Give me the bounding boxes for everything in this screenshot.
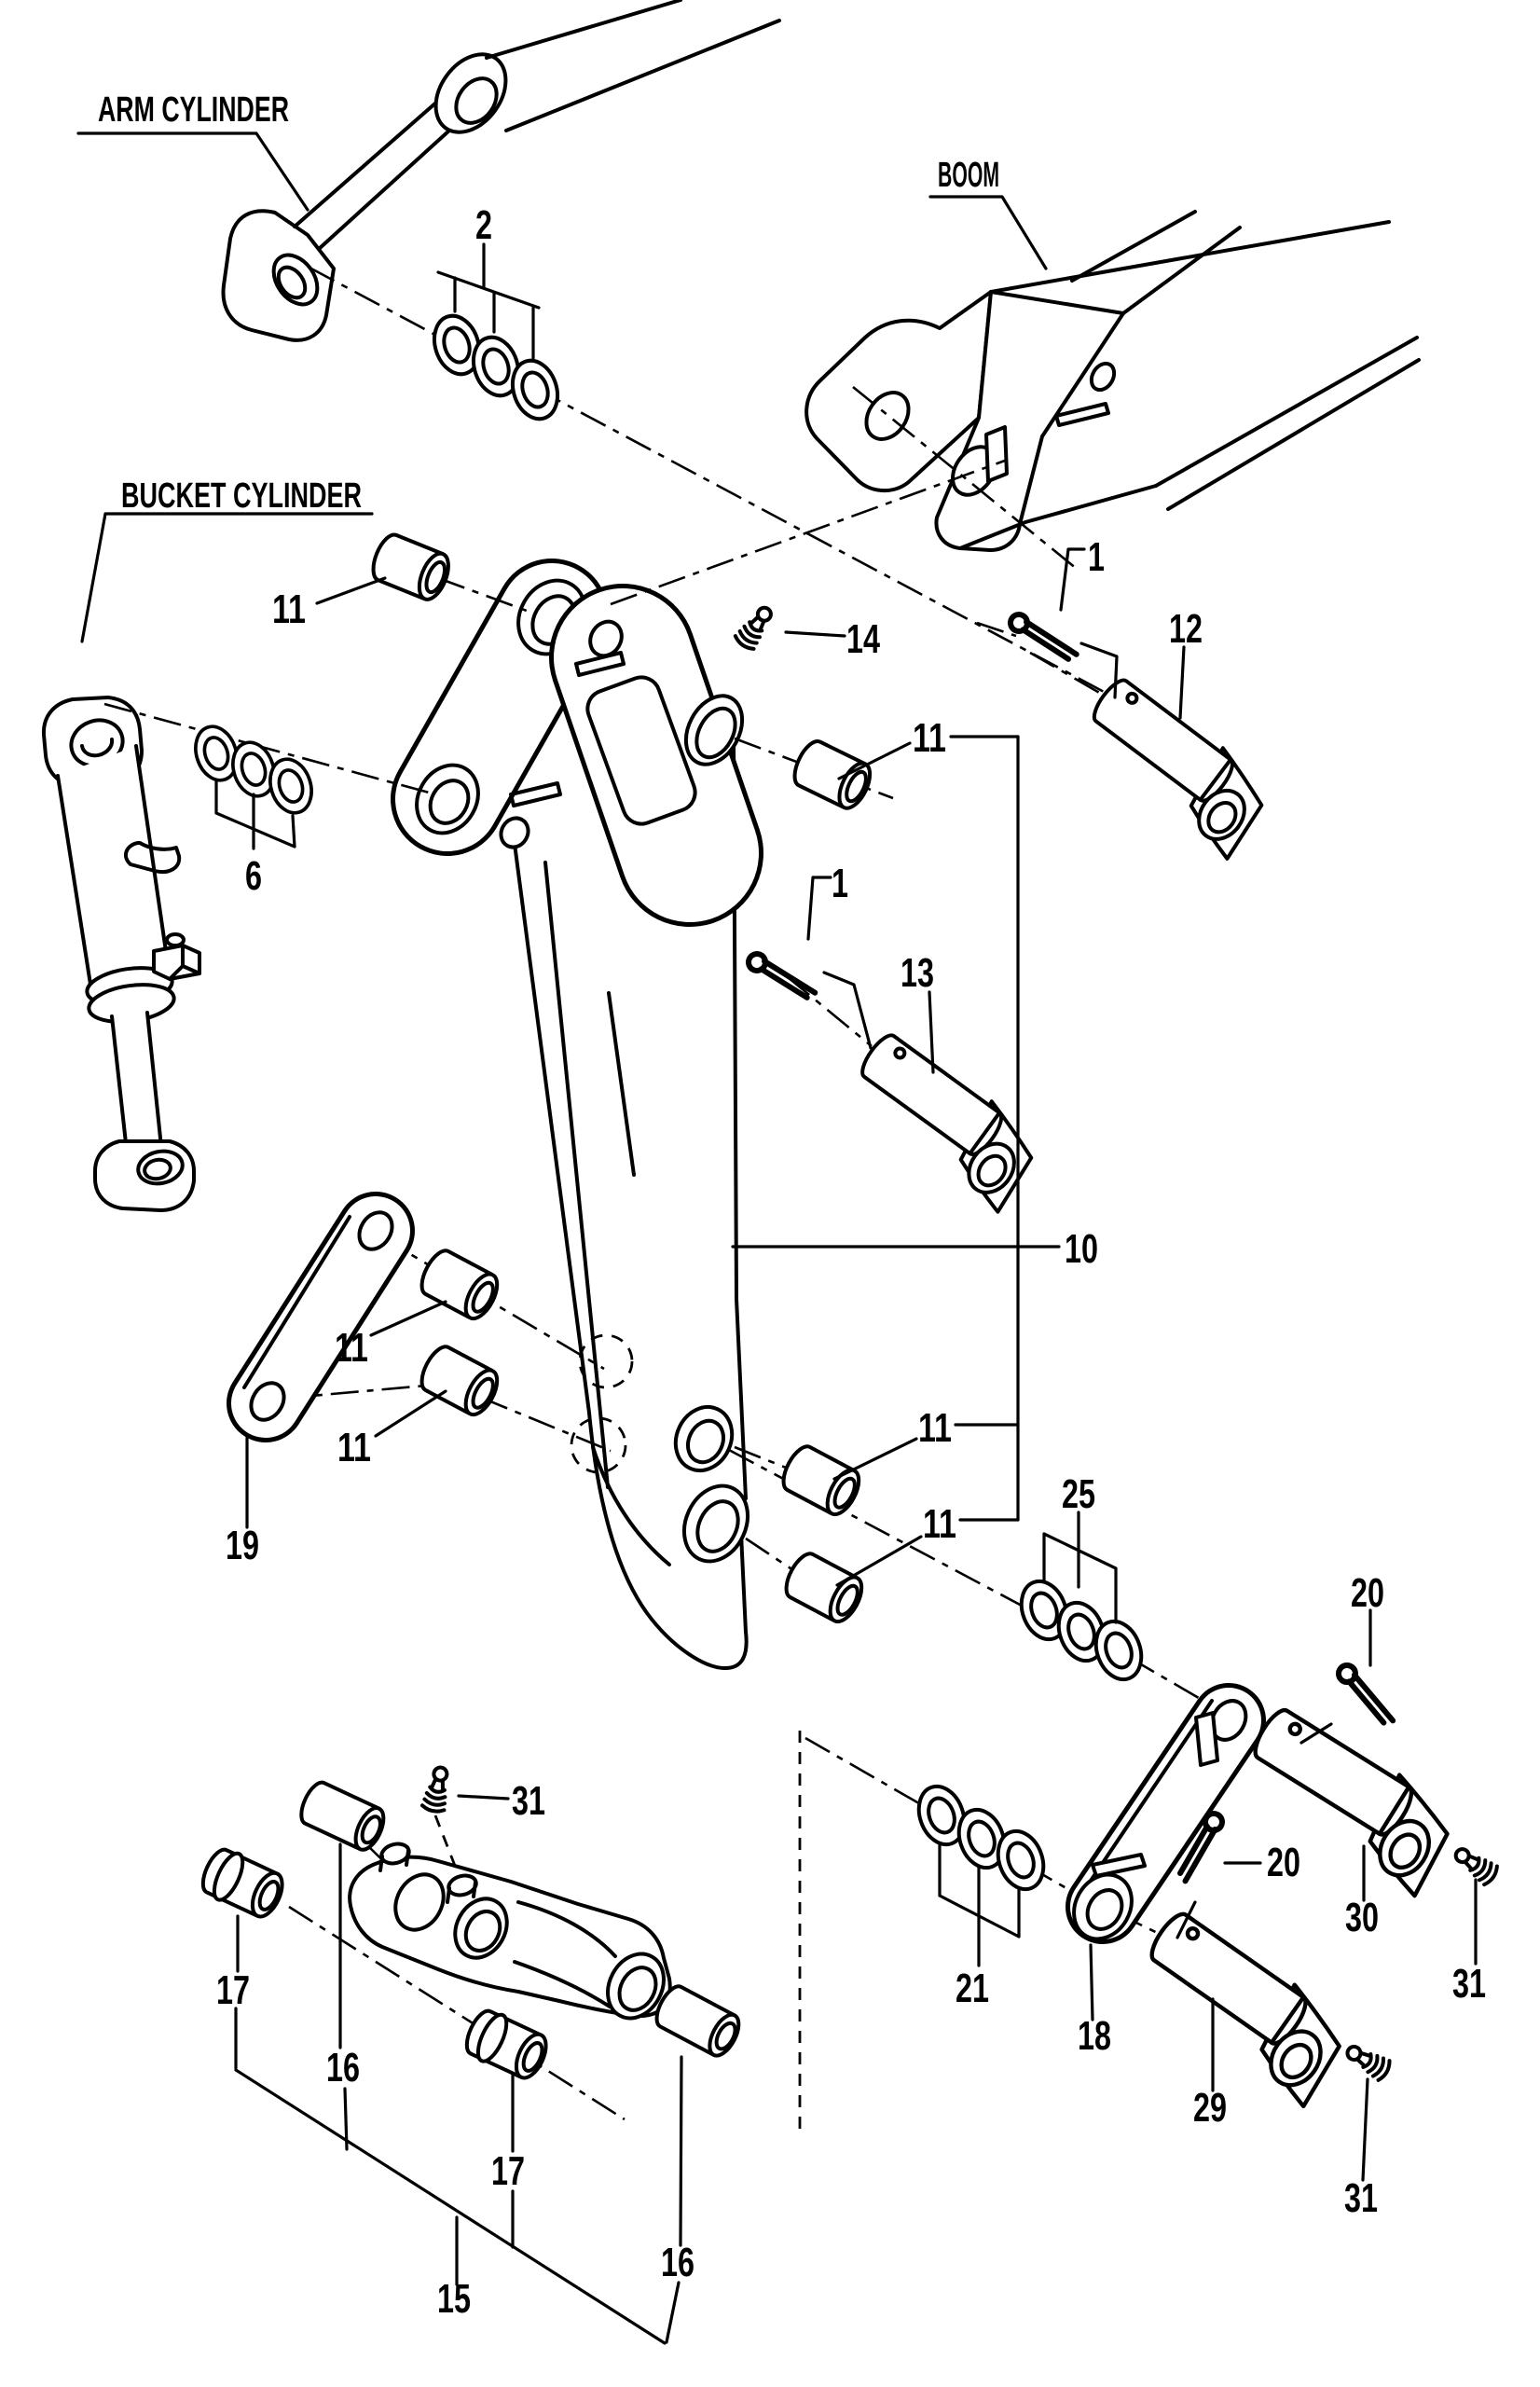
pin-12 (1067, 669, 1281, 861)
bushing-17-b (458, 2003, 555, 2087)
callout-31-a: 31 (512, 1778, 545, 1824)
callout-1-b: 1 (832, 861, 848, 906)
callout-13: 13 (901, 950, 934, 996)
callout-31-c: 31 (1344, 2175, 1378, 2221)
bucket-link-body (348, 1842, 672, 2021)
callout-25: 25 (1062, 1471, 1095, 1517)
callout-30: 30 (1345, 1895, 1379, 1940)
bushing-11-f (780, 1549, 868, 1626)
bushing-11-a (365, 529, 457, 606)
label-bucket-cylinder: BUCKET CYLINDER (121, 476, 362, 516)
callout-17-a: 17 (216, 1967, 250, 2013)
callout-12: 12 (1169, 606, 1203, 652)
callout-11-b: 11 (913, 715, 946, 761)
text-labels: ARM CYLINDER BOOM BUCKET CYLINDER 2 11 1… (98, 90, 1486, 2322)
callout-11-a: 11 (272, 586, 306, 632)
arm-cylinder (221, 0, 781, 342)
callout-17-b: 17 (491, 2148, 525, 2194)
callout-20-b: 20 (1267, 1840, 1300, 1885)
cotter-1-a (1006, 612, 1082, 661)
arm-structure (391, 559, 763, 1671)
callout-1-a: 1 (1088, 534, 1105, 580)
callout-11-f: 11 (923, 1501, 956, 1547)
callout-31-b: 31 (1452, 1961, 1486, 2007)
callout-14: 14 (846, 616, 880, 662)
callout-16-a: 16 (326, 2045, 360, 2090)
link-18 (1066, 1683, 1266, 1944)
grease-fitting-31-c (1341, 2038, 1395, 2084)
bucket-cylinder (41, 696, 201, 1212)
cotter-20-a (1331, 1662, 1402, 1726)
label-arm-cylinder: ARM CYLINDER (98, 90, 289, 130)
callout-2: 2 (475, 202, 492, 248)
callout-10: 10 (1065, 1226, 1098, 1272)
grease-fitting-14 (731, 600, 779, 654)
callout-11-d: 11 (337, 1425, 371, 1470)
bushing-16-a (294, 1776, 392, 1856)
bushing-11-b (789, 737, 876, 812)
link-19 (227, 1192, 415, 1442)
grease-fitting-31-a (419, 1763, 455, 1815)
pin-29 (1126, 1905, 1357, 2106)
callout-21: 21 (956, 1966, 989, 2011)
leader-lines (76, 131, 1478, 2345)
callout-6: 6 (245, 853, 262, 899)
callout-29: 29 (1193, 2085, 1227, 2131)
callout-19: 19 (226, 1523, 259, 1568)
callout-11-e: 11 (918, 1405, 952, 1451)
bushing-11-c (416, 1246, 503, 1323)
callout-20-a: 20 (1351, 1570, 1384, 1616)
label-boom: BOOM (938, 156, 999, 195)
callout-18: 18 (1078, 2013, 1111, 2059)
cotter-1-b (744, 951, 820, 1000)
bushing-11-d (416, 1342, 503, 1419)
bushing-17-a (194, 1842, 291, 1925)
bushing-11-e (777, 1442, 865, 1519)
callout-16-b: 16 (661, 2240, 694, 2285)
callout-11-c: 11 (335, 1325, 368, 1371)
callout-15: 15 (437, 2276, 471, 2322)
boom-structure (804, 210, 1421, 552)
bushing-16-b (651, 1982, 744, 2061)
